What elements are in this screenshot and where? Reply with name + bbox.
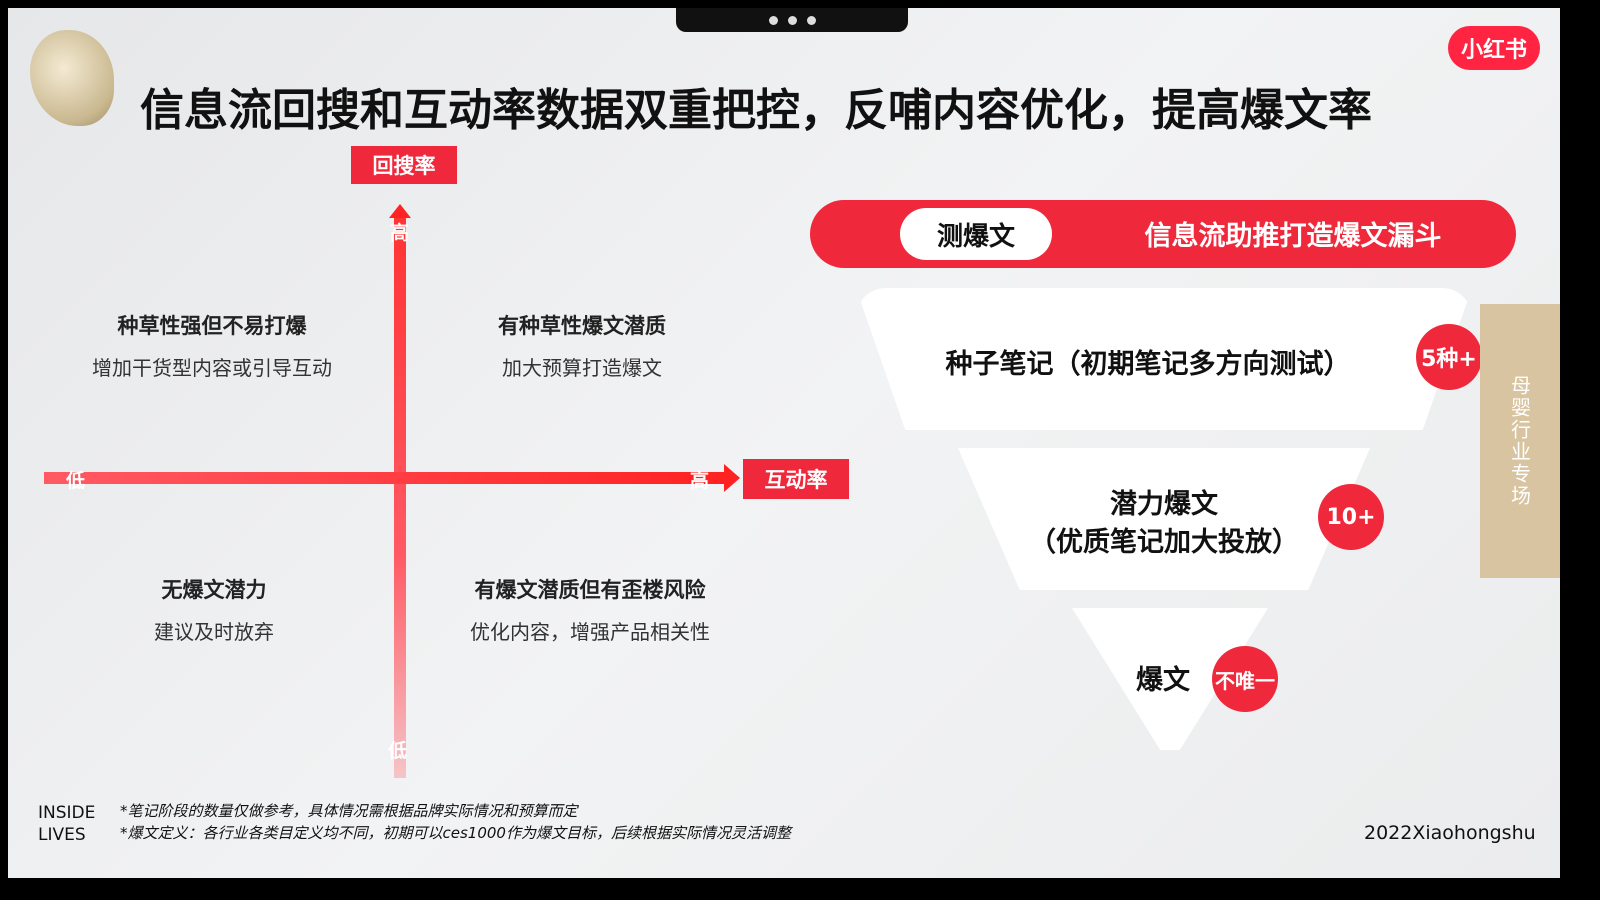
copyright: 2022Xiaohongshu [1364,822,1536,844]
funnel-tab[interactable]: 测爆文 [900,208,1052,260]
shell-decoration-image [30,30,114,126]
x-axis-arrow [724,464,740,492]
xiaohongshu-logo: 小红书 [1448,26,1540,70]
y-high-label: 高 [390,222,410,244]
funnel-badge: 不唯一 [1212,646,1278,712]
y-axis [394,218,406,778]
quadrant-heading: 有种草性爆文潜质 [498,314,666,338]
window-notch[interactable] [676,8,908,32]
funnel-badge: 5种+ [1416,324,1482,390]
quadrant-heading: 种草性强但不易打爆 [117,314,307,338]
brand-line: LIVES [38,825,86,845]
funnel-level-1 [856,288,1472,430]
funnel-level-label: 爆文 [1136,665,1190,696]
brand-line: INSIDE [38,803,96,823]
y-axis-arrow [389,204,411,218]
x-axis [44,472,726,484]
slide-title: 信息流回搜和互动率数据双重把控，反哺内容优化，提高爆文率 [140,85,1372,136]
y-low-label: 低 [388,740,408,762]
quadrant-sub: 优化内容，增强产品相关性 [470,620,710,644]
dot-icon [806,15,816,25]
side-tab[interactable]: 母婴行业专场 [1480,304,1560,578]
x-axis-label: 互动率 [743,459,849,499]
quadrant-sub: 加大预算打造爆文 [502,356,662,380]
funnel-badge: 10+ [1318,484,1384,550]
quadrant-sub: 建议及时放弃 [154,620,274,644]
funnel-level-label: 种子笔记（初期笔记多方向测试） [945,349,1351,380]
y-axis-label: 回搜率 [351,146,457,184]
x-low-label: 低 [66,470,86,492]
funnel-level-label: （优质笔记加大投放） [1029,527,1299,558]
funnel-title: 信息流助推打造爆文漏斗 [1144,221,1442,252]
funnel-level-2 [958,448,1370,590]
footnote: *爆文定义：各行业各类目定义均不同，初期可以ces1000作为爆文目标，后续根据… [120,824,791,842]
funnel-level-label: 潜力爆文 [1110,489,1218,520]
quadrant-sub: 增加干货型内容或引导互动 [92,356,332,380]
quadrant-heading: 有爆文潜质但有歪楼风险 [474,578,706,602]
quadrant-heading: 无爆文潜力 [161,578,267,602]
footnote: *笔记阶段的数量仅做参考，具体情况需根据品牌实际情况和预算而定 [120,802,578,820]
slide: 信息流回搜和互动率数据双重把控，反哺内容优化，提高爆文率 小红书 回搜率 互动率… [8,8,1560,878]
dot-icon [787,15,797,25]
dot-icon [768,15,778,25]
x-high-label: 高 [690,470,710,492]
